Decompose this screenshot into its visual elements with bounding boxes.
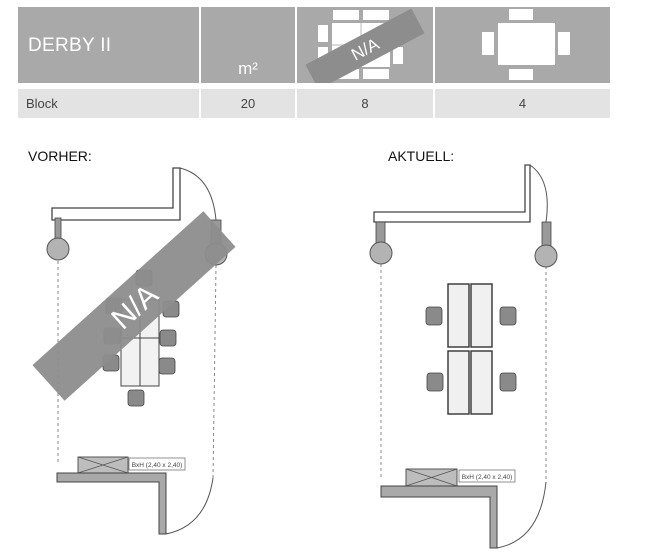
bottom-wall (380, 485, 498, 549)
door-arc-bottom (496, 481, 547, 549)
block-layout-header-cell: N/A (297, 7, 433, 90)
cabinet-label: BxH (2,40 x 2,40) (132, 462, 183, 469)
na-overlay-band (32, 211, 236, 401)
cabinet-cross-b (405, 468, 458, 487)
before-label: VORHER: (28, 148, 92, 164)
area-header-cell: m² (201, 7, 295, 83)
seats-block-value: 8 (297, 89, 433, 118)
room-name-cell: DERBY II (18, 7, 199, 83)
pillar-right (534, 244, 558, 268)
top-wall (51, 167, 181, 221)
top-wall (373, 164, 531, 223)
na-badge-shape (305, 8, 425, 90)
column-right (541, 221, 552, 247)
area-value: 20 (201, 89, 295, 118)
capacity-table-row: Block 20 8 4 (18, 89, 610, 118)
pillar-left (46, 237, 70, 261)
cabinet-cross-b (77, 456, 129, 474)
seats-table-value: 4 (435, 89, 610, 118)
door-arc-top (179, 167, 217, 221)
column-left (54, 217, 62, 241)
door-arc-bottom (165, 477, 214, 535)
table-layout-header-cell (435, 7, 610, 83)
pillar-left (369, 241, 393, 265)
block-layout-icon: N/A (305, 8, 425, 90)
now-label: AKTUELL: (388, 148, 455, 164)
room-name: DERBY II (28, 35, 112, 56)
floor-plan-now: BxH (2,40 x 2,40) (369, 164, 558, 549)
bottom-wall (56, 472, 167, 535)
table-layout-icon (482, 9, 570, 80)
door-arc-top (529, 164, 548, 223)
area-unit: m² (238, 59, 258, 78)
cabinet-label-box (458, 469, 516, 483)
capacity-table-header: DERBY II m² N/A (18, 7, 610, 90)
floor-plan-before: N/A BxH (2,40 x 2,40) (32, 167, 236, 535)
room-outline-right (212, 264, 217, 479)
na-overlay: N/A (32, 211, 236, 401)
setup-label: Block (18, 89, 199, 118)
tables-now (447, 283, 493, 415)
cabinet-label-box (128, 457, 186, 471)
cabinet-label: BxH (2,40 x 2,40) (462, 474, 513, 481)
chairs-now (425, 306, 517, 392)
